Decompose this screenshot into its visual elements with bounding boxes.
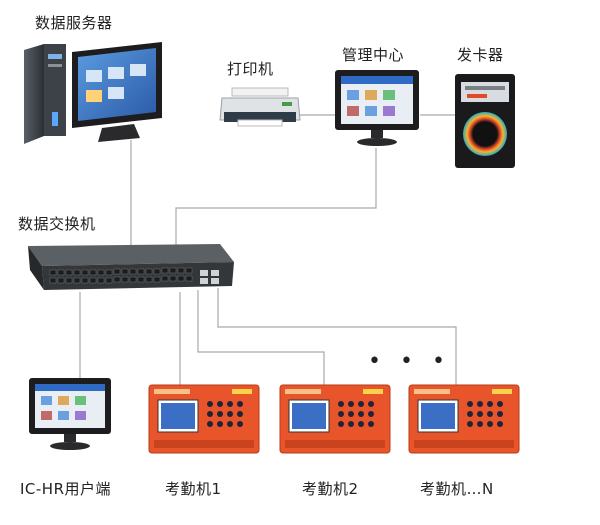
network-switch-icon xyxy=(28,244,234,290)
card-reader-icon xyxy=(455,74,515,168)
client-monitor-icon xyxy=(29,378,111,450)
label-printer: 打印机 xyxy=(227,60,274,78)
attendance-terminal-n-icon xyxy=(408,384,520,454)
wire-switch-att2 xyxy=(197,290,325,385)
label-client: IC-HR用户端 xyxy=(20,480,112,498)
attendance-terminal-2-icon xyxy=(279,384,391,454)
label-management: 管理中心 xyxy=(342,46,405,64)
wire-switch-attn xyxy=(217,288,457,385)
wire-mgmt-switch xyxy=(175,148,377,245)
label-switch: 数据交换机 xyxy=(18,215,96,233)
label-card-issuer: 发卡器 xyxy=(457,46,504,64)
label-server: 数据服务器 xyxy=(35,14,113,32)
label-attendance-1: 考勤机1 xyxy=(165,480,222,498)
label-attendance-n: 考勤机…N xyxy=(420,480,494,498)
attendance-terminal-1-icon xyxy=(148,384,260,454)
label-attendance-2: 考勤机2 xyxy=(302,480,359,498)
desktop-server-icon xyxy=(24,42,162,144)
printer-icon xyxy=(219,87,301,127)
monitor-icon xyxy=(335,70,419,146)
ellipsis-more-terminals: • • • xyxy=(368,349,451,374)
